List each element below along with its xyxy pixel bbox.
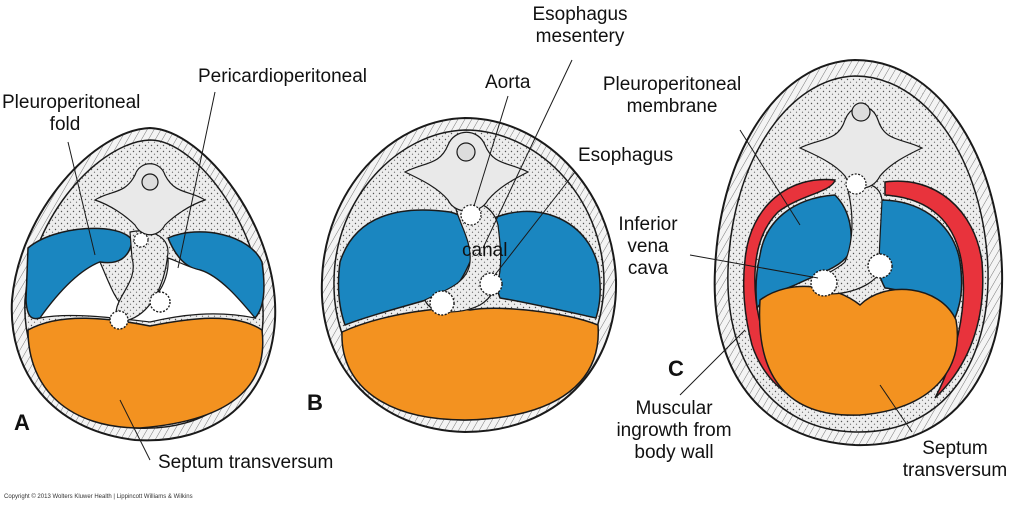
spinal-cord-b: [456, 142, 476, 162]
label-septum-transversum-c: Septum transversum: [902, 438, 1008, 481]
pericardioperitoneal-canal-a: [38, 257, 257, 323]
leader-membrane-c: [739, 129, 801, 226]
vena-cava-c: [810, 269, 838, 297]
esophagus-b: [479, 272, 503, 296]
esophagus-c: [867, 253, 893, 279]
pleural-cavity-b-left: [337, 209, 476, 326]
aorta-a: [133, 232, 149, 248]
vertebra-c: [798, 105, 924, 189]
label-inferior-vena-cava: Inferior vena cava: [618, 214, 678, 279]
label-pleuroperitoneal-membrane: Pleuroperitoneal membrane: [602, 74, 742, 117]
aorta-c: [845, 173, 867, 195]
label-septum-transversum-a: Septum transversum: [158, 452, 334, 473]
panel-a: [10, 91, 277, 461]
muscular-ingrowth-c-right: [884, 180, 984, 399]
label-muscular-ingrowth: Muscular ingrowth from body wall: [616, 398, 732, 463]
leader-pericard-a: [177, 91, 216, 269]
leader-ivc-c: [689, 254, 819, 279]
vena-cava-b: [429, 290, 455, 316]
leader-fold-a: [67, 141, 96, 256]
aorta-b: [460, 204, 482, 226]
spinal-cord-a: [141, 173, 159, 191]
mesentery-c: [813, 183, 883, 295]
esophagus-a: [149, 291, 171, 313]
mesentery-a: [115, 230, 169, 323]
panel-c: [679, 58, 1004, 447]
leader-esophagus-b: [493, 171, 576, 277]
panel-letter-c: C: [668, 356, 684, 381]
panel-letter-b: B: [307, 390, 323, 415]
panel-b: [320, 59, 618, 434]
leader-muscle-c: [679, 329, 746, 396]
vena-cava-a: [109, 310, 129, 330]
label-canal: canal: [462, 240, 508, 261]
leader-mesentery-b: [482, 59, 573, 249]
panel-letter-a: A: [14, 410, 30, 435]
label-pericardioperitoneal: Pericardioperitoneal: [198, 66, 367, 87]
leader-aorta-b: [473, 95, 509, 207]
septum-transversum-c: [758, 285, 959, 416]
label-esophagus-mesentery: Esophagus mesentery: [532, 4, 628, 47]
spinal-cord-c: [851, 102, 871, 122]
vertebra-a: [93, 163, 207, 236]
label-esophagus: Esophagus: [578, 145, 674, 166]
leader-septum-c: [879, 384, 913, 433]
vertebra-b: [403, 131, 530, 212]
leader-septum-a: [119, 399, 151, 461]
label-pleuroperitoneal-fold: Pleuroperitoneal fold: [2, 92, 141, 135]
pleural-cavity-c-left: [755, 194, 852, 311]
label-aorta: Aorta: [485, 72, 531, 93]
copyright-notice: Copyright © 2013 Wolters Kluwer Health |…: [4, 494, 193, 500]
